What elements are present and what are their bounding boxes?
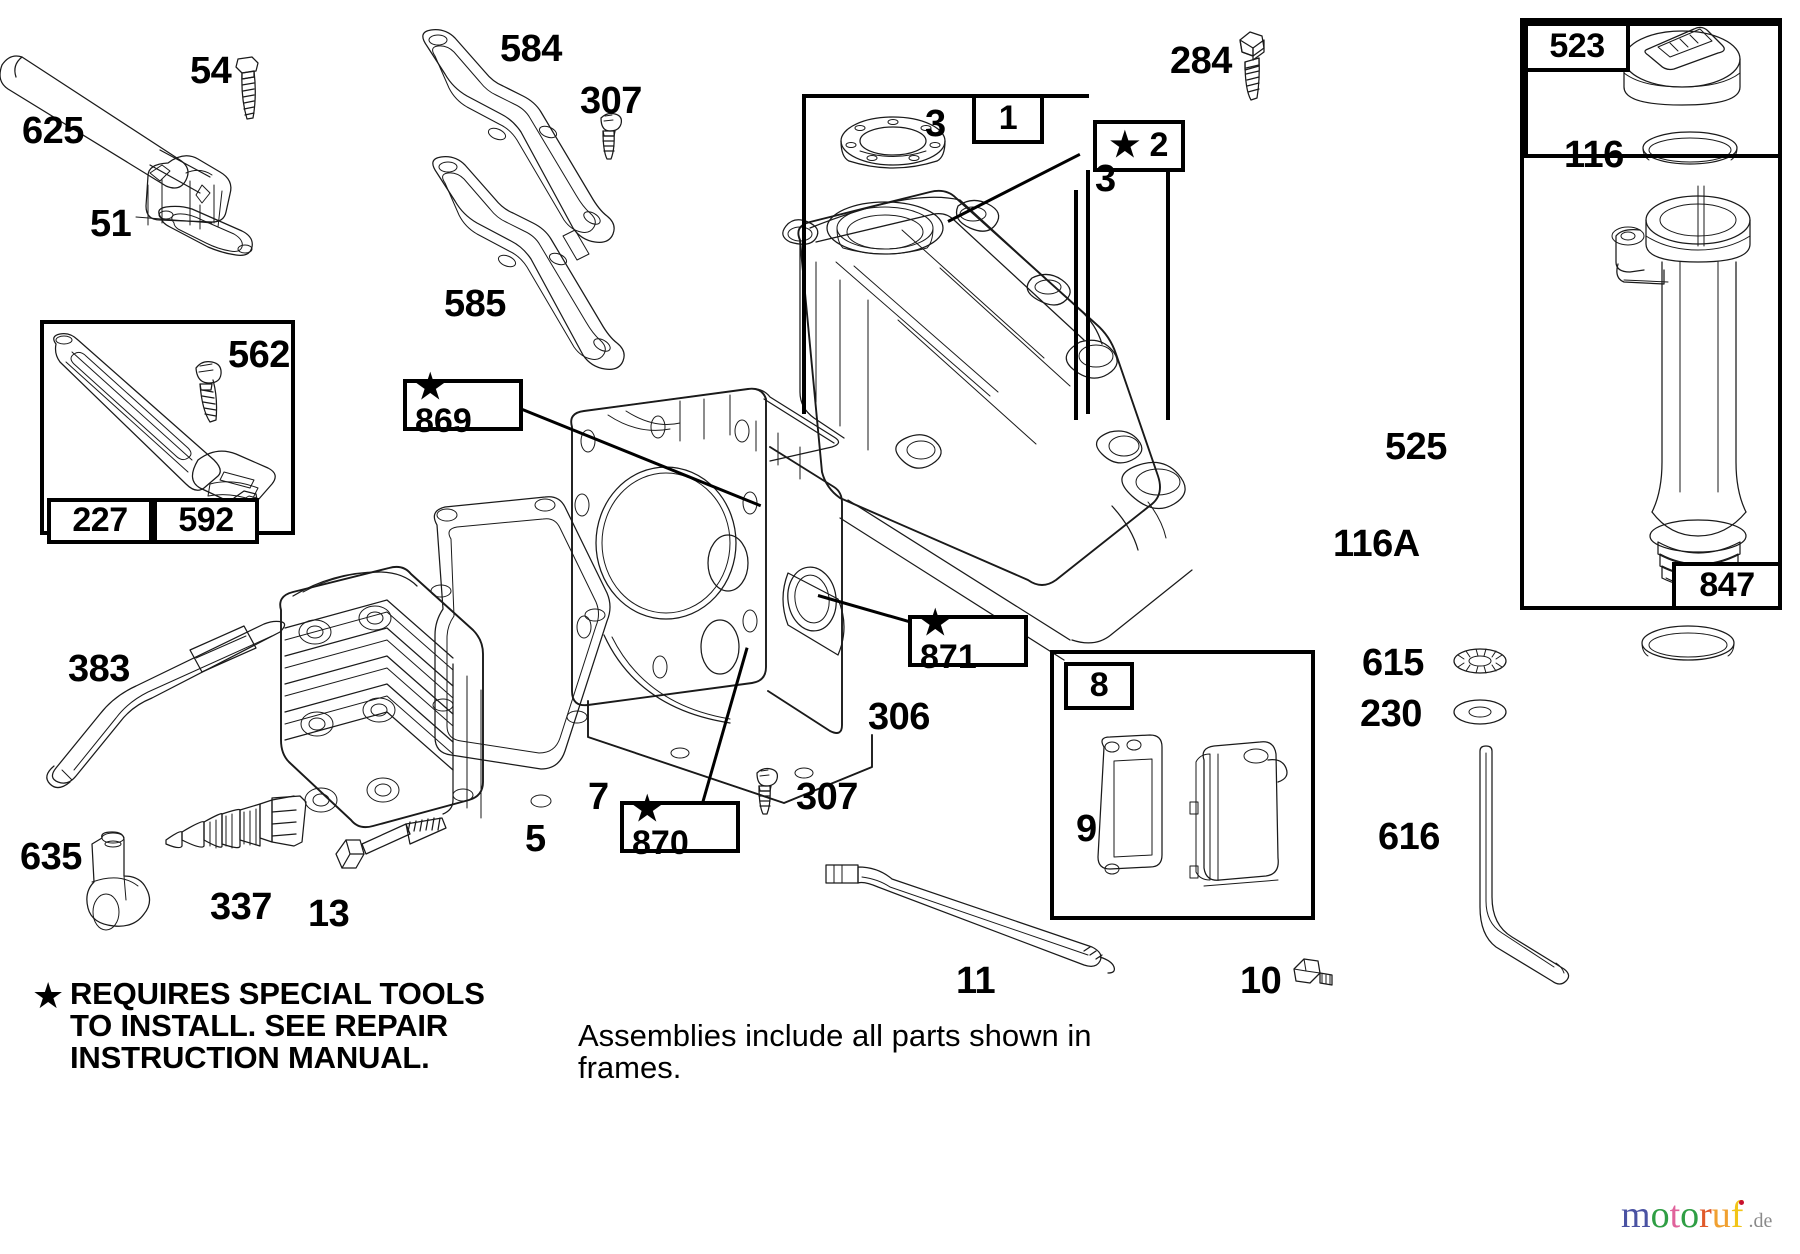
assembly-frame-1-right-edge [1086, 170, 1090, 414]
illustration-screw-54 [230, 55, 270, 135]
boxed-number-869: ★ 869 [403, 370, 523, 438]
boxed-number-8: 8 [1064, 662, 1134, 710]
part-label-51: 51 [90, 203, 132, 245]
logo-dot-icon [1739, 1200, 1745, 1205]
logo-letter-u: u [1711, 1194, 1731, 1236]
illustration-bent-rod-11 [820, 855, 1120, 975]
footnote-assemblies: Assemblies include all parts shown in fr… [578, 1018, 1092, 1086]
boxed-number-1: 1 [972, 94, 1044, 144]
boxed-number-871: ★ 871 [908, 606, 1028, 674]
illustration-spark-plug-337 [164, 790, 309, 880]
part-label-625: 625 [22, 110, 84, 152]
part-label-9: 9 [1076, 808, 1097, 850]
assembly-frame-8 [1050, 650, 1315, 920]
part-label-116A: 116A [1333, 523, 1420, 565]
part-label-116: 116 [1564, 134, 1624, 176]
logo-letter-o2: o [1680, 1194, 1700, 1236]
footnote-special-tools: REQUIRES SPECIAL TOOLS TO INSTALL. SEE R… [70, 976, 485, 1076]
part-label-284: 284 [1170, 40, 1232, 82]
part-label-307-bottom: 307 [796, 776, 858, 818]
part-label-13: 13 [308, 893, 350, 935]
illustration-gasket-585 [415, 155, 650, 400]
part-label-306: 306 [868, 696, 930, 738]
boxed-number-592: 592 [153, 498, 259, 544]
part-label-307-top: 307 [580, 80, 642, 122]
part-label-525: 525 [1385, 426, 1447, 468]
illustration-bolt-284 [1232, 28, 1274, 106]
part-label-383: 383 [68, 648, 130, 690]
part-label-3-lower: 3 [1095, 158, 1116, 200]
illustration-plug-10 [1288, 955, 1338, 997]
part-label-10: 10 [1240, 960, 1282, 1002]
logo-tld: .de [1748, 1210, 1773, 1232]
assembly-frame-2 [1074, 120, 1170, 420]
illustration-o-ring-116 [1640, 128, 1740, 170]
boxed-number-227: 227 [47, 498, 153, 544]
motoruf-logo: motoruf.de [1621, 1196, 1772, 1234]
star-footnote-icon: ★ [32, 975, 65, 1016]
illustration-hex-bolt-13 [332, 817, 447, 888]
illustration-muffler-gasket-9 [1090, 734, 1175, 885]
boxed-number-2: ★ 2 [1093, 120, 1185, 172]
part-label-584: 584 [500, 28, 562, 70]
illustration-bearing-ring-3 [838, 115, 948, 185]
illustration-lock-washer-615 [1452, 646, 1508, 676]
boxed-number-523: 523 [1524, 22, 1630, 72]
assembly-frame-523 [1524, 22, 1778, 158]
part-label-11: 11 [956, 960, 996, 1002]
logo-letter-t: t [1669, 1194, 1681, 1236]
part-label-230: 230 [1360, 693, 1422, 735]
part-label-337: 337 [210, 886, 272, 928]
part-label-562: 562 [228, 334, 290, 376]
part-label-54: 54 [190, 50, 232, 92]
illustration-screw-562 [190, 358, 230, 428]
illustration-head-gasket-7 [405, 495, 615, 825]
illustration-gasket-51 [150, 205, 260, 260]
illustration-spark-plug-boot-635 [78, 830, 170, 940]
logo-letter-o1: o [1650, 1194, 1670, 1236]
illustration-exhaust-tube-625 [0, 45, 300, 265]
illustration-oil-fill-tube-525 [1600, 180, 1780, 600]
part-label-7: 7 [588, 776, 609, 818]
assembly-frame-2-left-edge [1074, 190, 1078, 420]
illustration-seal-116A [1638, 622, 1738, 666]
assembly-frame-1 [802, 94, 1089, 414]
illustration-gasket-584 [405, 28, 640, 273]
illustration-spark-plug-wrench-383 [40, 620, 290, 790]
logo-letter-r: r [1699, 1194, 1712, 1236]
part-label-615: 615 [1362, 642, 1424, 684]
illustration-cylinder-block-306 [560, 385, 980, 825]
boxed-number-847: 847 [1672, 562, 1782, 610]
illustration-muffler-8 [1182, 740, 1292, 895]
boxed-number-870: ★ 870 [620, 792, 740, 860]
illustration-screw-307-bottom [750, 765, 784, 823]
illustration-rod-616 [1462, 745, 1582, 995]
part-label-616: 616 [1378, 816, 1440, 858]
illustration-tool-wrench-227 [48, 330, 278, 507]
assembly-frame-847 [1520, 18, 1782, 610]
part-label-3-upper: 3 [925, 103, 946, 145]
part-label-585: 585 [444, 283, 506, 325]
logo-letter-f: f [1730, 1194, 1744, 1236]
part-label-635: 635 [20, 836, 82, 878]
illustration-crankcase-cover-1 [640, 170, 1240, 690]
logo-letter-m: m [1621, 1194, 1651, 1236]
illustration-flat-washer-230 [1452, 697, 1508, 727]
part-label-5: 5 [525, 818, 546, 860]
illustration-screw-307-top [594, 110, 628, 168]
